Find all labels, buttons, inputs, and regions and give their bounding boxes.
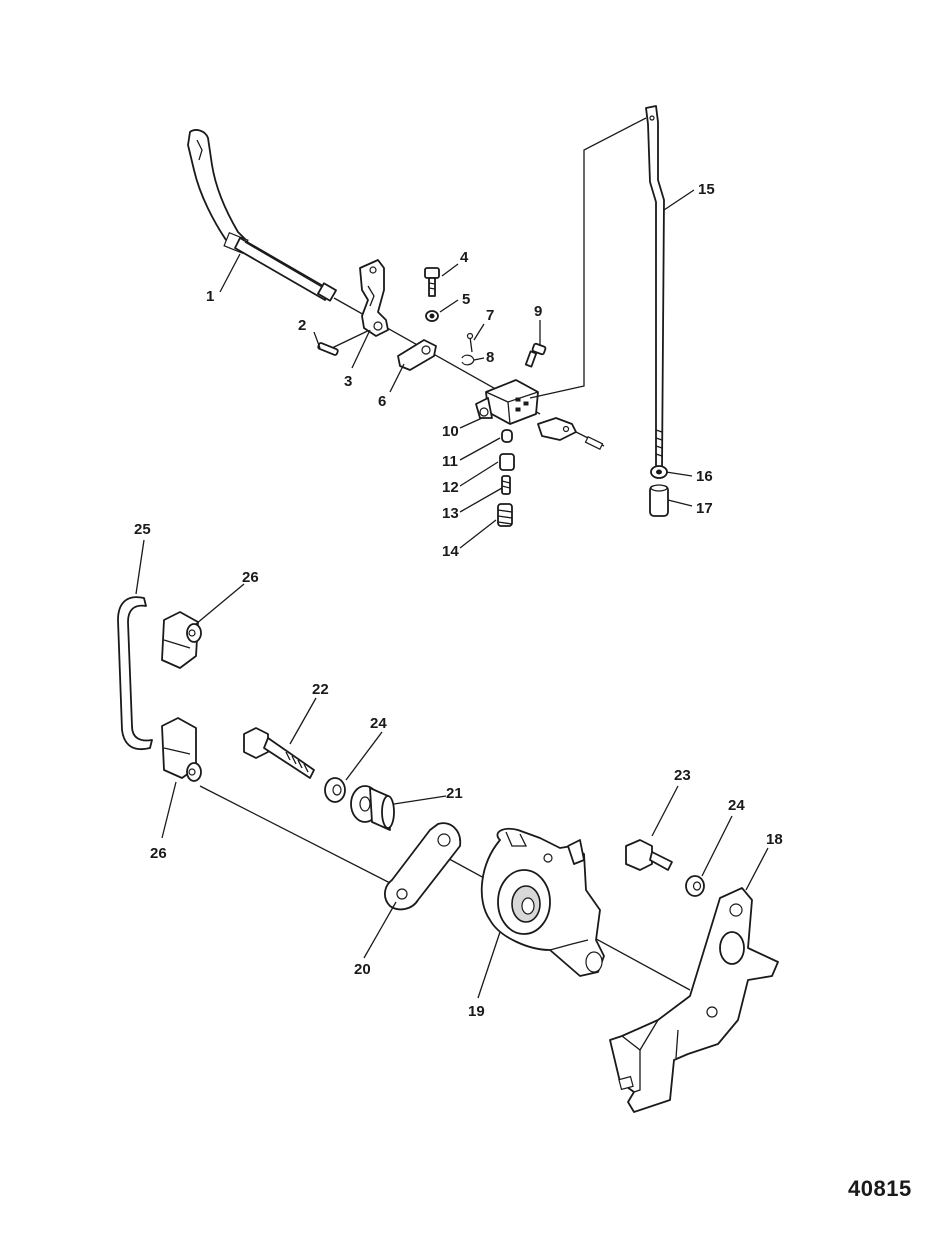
part-22-bolt bbox=[243, 727, 315, 779]
part-25-link-rod bbox=[117, 596, 153, 751]
callout-17: 17 bbox=[696, 500, 713, 517]
part-9-screw bbox=[524, 342, 547, 368]
callout-19: 19 bbox=[468, 1003, 485, 1020]
callout-13: 13 bbox=[442, 505, 459, 522]
callout-20: 20 bbox=[354, 961, 371, 978]
callout-22: 22 bbox=[312, 681, 329, 698]
part-1-shift-handle bbox=[187, 129, 337, 302]
part-4-screw bbox=[424, 267, 440, 297]
part-23-bolt bbox=[625, 839, 673, 871]
callout-2: 2 bbox=[298, 317, 306, 334]
rod-leader-line bbox=[529, 117, 647, 399]
lower-link-line bbox=[199, 785, 393, 885]
callout-12: 12 bbox=[442, 479, 459, 496]
callout-8: 8 bbox=[486, 349, 494, 366]
callout-21: 21 bbox=[446, 785, 463, 802]
figure-number: 40815 bbox=[848, 1176, 912, 1201]
part-15-rod bbox=[645, 105, 665, 471]
part-7-screw bbox=[466, 332, 474, 353]
part-16-nut bbox=[650, 465, 668, 479]
part-24-washer-left bbox=[324, 777, 346, 803]
part-21-bushing bbox=[350, 785, 395, 831]
part-11-ball bbox=[501, 429, 513, 443]
part-26-upper-bracket bbox=[161, 611, 202, 669]
callout-1: 1 bbox=[206, 288, 214, 305]
callout-23: 23 bbox=[674, 767, 691, 784]
callout-4: 4 bbox=[460, 249, 469, 266]
part-3-bracket bbox=[359, 259, 389, 337]
callout-24-right: 24 bbox=[728, 797, 745, 814]
part-5-washer bbox=[425, 310, 439, 322]
part-8-clip bbox=[461, 354, 475, 366]
callout-26-lower: 26 bbox=[150, 845, 167, 862]
part-18-plate bbox=[609, 887, 779, 1113]
link-clevis bbox=[537, 417, 605, 451]
part-13-spring bbox=[501, 475, 511, 495]
callout-3: 3 bbox=[344, 373, 352, 390]
callout-10: 10 bbox=[442, 423, 459, 440]
part-14-spring bbox=[497, 503, 513, 527]
part-26-lower-bracket bbox=[161, 717, 202, 782]
part-19-housing bbox=[480, 827, 605, 977]
part-17-connector bbox=[649, 484, 669, 517]
callout-labels: 1 2 3 4 5 6 7 8 9 10 11 12 13 14 15 16 1… bbox=[134, 181, 783, 1020]
callout-6: 6 bbox=[378, 393, 386, 410]
callout-15: 15 bbox=[698, 181, 715, 198]
part-20-link-arm bbox=[384, 822, 462, 911]
part-6-lever bbox=[397, 339, 437, 371]
callout-24-left: 24 bbox=[370, 715, 387, 732]
leader-lines bbox=[135, 189, 769, 999]
callout-9: 9 bbox=[534, 303, 542, 320]
part-10-detent-block bbox=[475, 379, 539, 425]
callout-7: 7 bbox=[486, 307, 494, 324]
part-12-sleeve bbox=[499, 453, 515, 471]
part-24-washer-right bbox=[685, 875, 705, 897]
callout-16: 16 bbox=[696, 468, 713, 485]
callout-25: 25 bbox=[134, 521, 151, 538]
part-2-pin bbox=[317, 342, 339, 356]
callout-18: 18 bbox=[766, 831, 783, 848]
callout-26-upper: 26 bbox=[242, 569, 259, 586]
callout-11: 11 bbox=[442, 453, 458, 470]
callout-14: 14 bbox=[442, 543, 459, 560]
callout-5: 5 bbox=[462, 291, 470, 308]
